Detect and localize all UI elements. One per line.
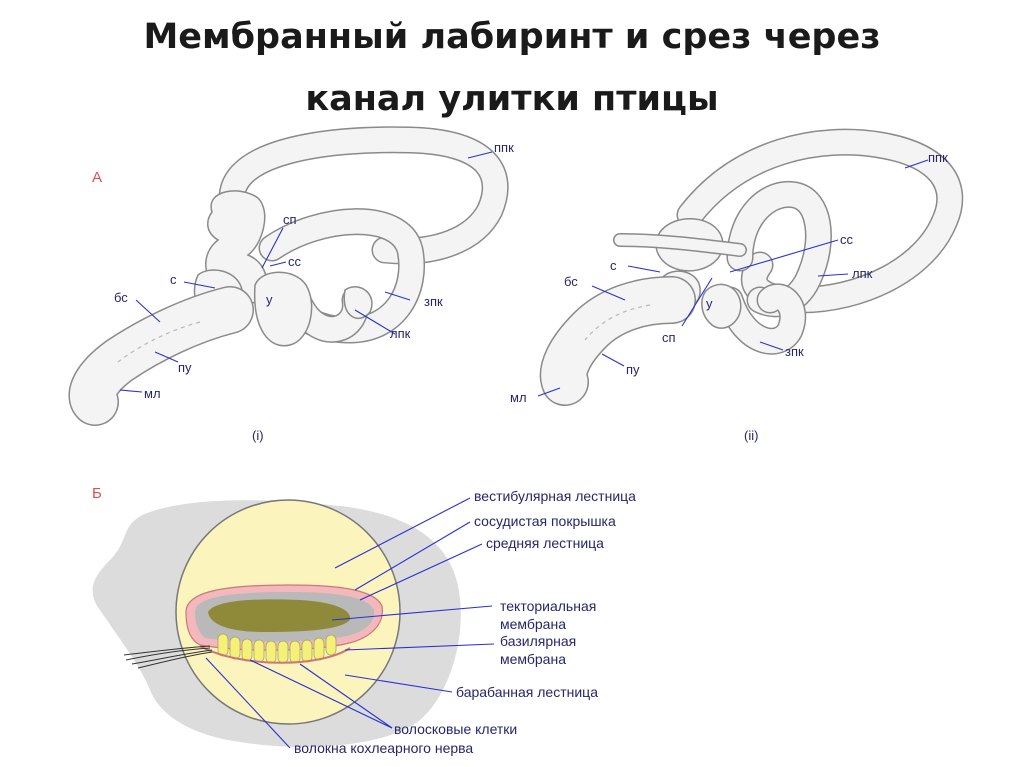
label-basilar-1: базилярная <box>500 633 576 649</box>
label-sp-1: сп <box>283 212 297 227</box>
label-sp-2: сп <box>662 330 676 345</box>
label-tectorial-2: мембрана <box>500 616 566 632</box>
label-lpk-1: лпк <box>390 326 411 341</box>
label-lpk-2: лпк <box>852 266 873 281</box>
label-s-1: с <box>170 272 177 287</box>
label-vascular-tegmentum: сосудистая покрышка <box>474 513 616 529</box>
panel-a-letter: А <box>92 169 102 186</box>
title-line-1: Мембранный лабиринт и срез через <box>143 17 881 57</box>
label-middle-scala: средняя лестница <box>486 535 604 551</box>
labyrinth-view-1 <box>68 126 509 426</box>
label-ppk-2: ппк <box>928 150 948 165</box>
label-tympanic-scala: барабанная лестница <box>456 684 598 700</box>
label-hair-cells: волосковые клетки <box>394 721 517 737</box>
cochlear-duct-section <box>92 499 461 747</box>
panel-b-labels: вестибулярная лестница сосудистая покрыш… <box>205 488 636 756</box>
label-ss-1: сс <box>288 254 302 269</box>
caption-view-1: (i) <box>252 428 264 443</box>
title-line-2: канал улитки птицы <box>305 79 719 119</box>
label-ppk-1: ппк <box>494 140 514 155</box>
label-ml-2: мл <box>510 390 527 405</box>
basilar-membrane <box>199 645 351 664</box>
label-pu-2: пу <box>626 362 640 377</box>
label-bs-1: бс <box>114 290 128 305</box>
label-ml-1: мл <box>144 386 161 401</box>
label-zpk-1: зпк <box>424 294 443 309</box>
label-tectorial-1: текториальная <box>500 598 596 614</box>
label-basilar-2: мембрана <box>500 651 566 667</box>
label-u-2: у <box>706 296 713 311</box>
panel-b-letter: Б <box>92 485 102 502</box>
caption-view-2: (ii) <box>744 428 758 443</box>
view-1-labels: ппк сп сс с у бс зпк лпк пу мл (i) <box>114 140 514 443</box>
label-ss-2: сс <box>840 232 854 247</box>
label-s-2: с <box>610 258 617 273</box>
tectorial-membrane <box>208 599 351 632</box>
labyrinth-view-2 <box>539 128 964 406</box>
hair-cells-row <box>217 633 337 664</box>
label-u-1: у <box>266 292 273 307</box>
cochlear-nerve-fibers <box>123 645 213 669</box>
label-pu-1: пу <box>178 360 192 375</box>
label-vestibular-scala: вестибулярная лестница <box>474 488 636 504</box>
slide-title: Мембранный лабиринт и срез через канал у… <box>0 6 1024 130</box>
label-bs-2: бс <box>564 274 578 289</box>
label-zpk-2: зпк <box>785 344 804 359</box>
label-nerve-fibers: волокна кохлеарного нерва <box>294 740 473 756</box>
view-2-labels: ппк сс с лпк бс у сп зпк пу мл (ii) <box>510 150 948 443</box>
